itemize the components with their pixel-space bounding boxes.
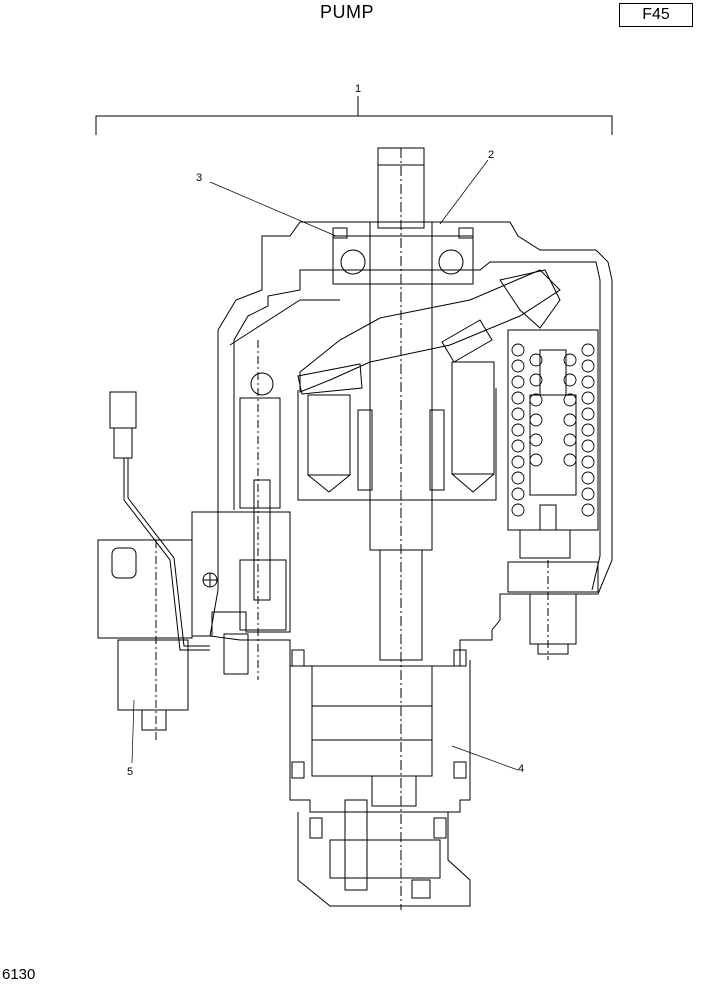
piston-right xyxy=(441,319,495,493)
gear-pump xyxy=(297,799,471,907)
page-number: 6130 xyxy=(2,966,36,983)
callout-2: 2 xyxy=(488,149,494,161)
electrical-connector xyxy=(109,391,210,651)
cylinder-block xyxy=(297,388,497,501)
bearing-block xyxy=(332,227,474,285)
piston-left xyxy=(297,363,363,493)
valve-body xyxy=(191,511,291,675)
callout-4: 4 xyxy=(518,763,524,775)
assembly-bracket xyxy=(95,96,613,135)
solenoid-valve xyxy=(97,539,193,740)
swash-plate xyxy=(299,269,561,393)
charge-pump xyxy=(289,649,471,813)
leader-lines xyxy=(131,159,519,771)
callout-5: 5 xyxy=(127,766,133,778)
callout-3: 3 xyxy=(196,172,202,184)
drive-shaft xyxy=(369,147,433,910)
spring-adjuster xyxy=(507,504,599,660)
control-spring xyxy=(507,329,599,531)
figure-code-box: F45 xyxy=(619,3,693,27)
control-piston xyxy=(239,340,287,680)
callout-1: 1 xyxy=(355,83,361,95)
page-title: PUMP xyxy=(319,2,374,22)
